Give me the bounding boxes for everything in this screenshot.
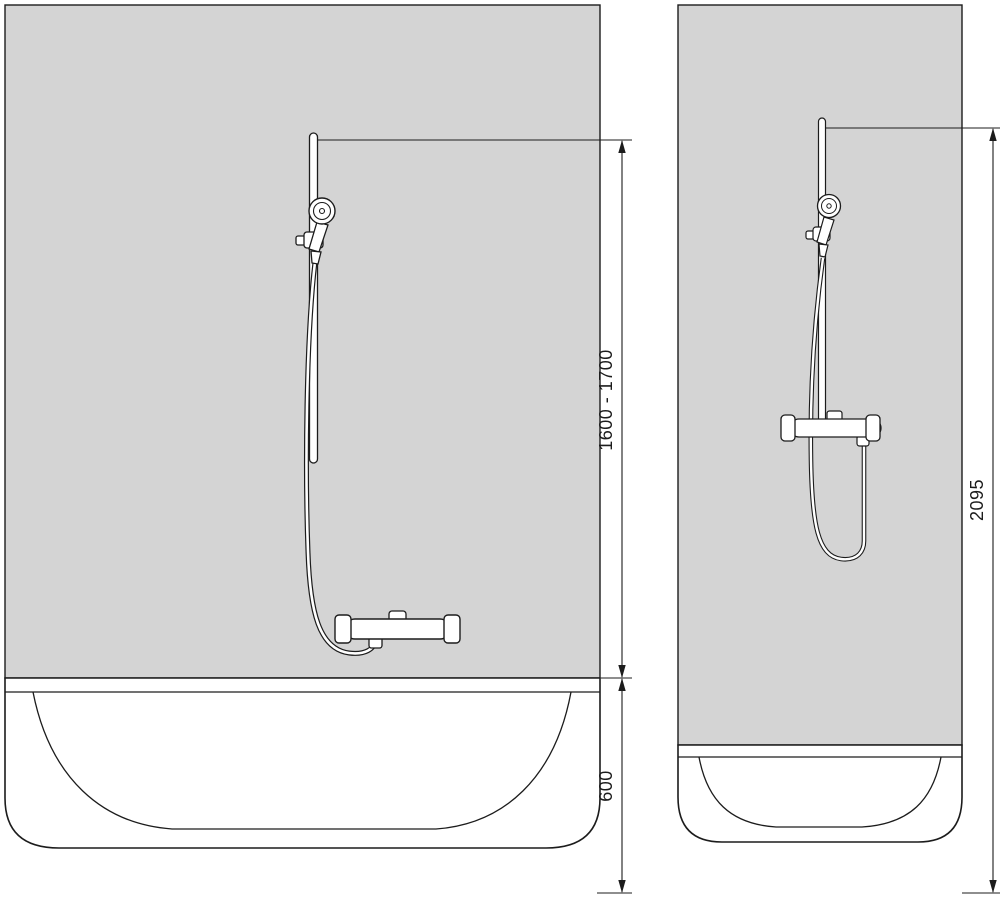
shower-hose-core <box>305 261 377 655</box>
hand-shower-center-dot <box>318 207 326 215</box>
arrow-up-icon <box>618 140 626 153</box>
shower-tray <box>677 744 963 843</box>
bathtub-outer-shell <box>4 677 601 849</box>
shower-tray-outer-shell <box>677 744 963 843</box>
mixer-handle-left <box>780 414 796 442</box>
hand-shower-hose-connector <box>310 250 322 265</box>
arrow-up-icon <box>618 678 626 691</box>
shower-hose-core <box>809 257 866 561</box>
dimension-label-total-height: 2095 <box>967 479 987 521</box>
dimension-left: 1600 - 1700 600 <box>318 139 632 894</box>
shower-tray-inner-basin <box>698 756 942 828</box>
thermostat-mixer-right <box>780 410 882 447</box>
dimension-label-tub-height: 600 <box>596 770 616 802</box>
arrow-down-icon <box>618 880 626 893</box>
bathtub-inner-basin <box>32 691 572 830</box>
hand-shower-center-dot <box>826 203 832 209</box>
bathtub <box>4 677 601 849</box>
left-diagram: 1600 - 1700 600 <box>4 4 632 894</box>
shower-set-left <box>295 132 461 656</box>
mixer-body <box>344 618 451 640</box>
mixer-handle-right <box>443 614 461 644</box>
thermostat-mixer-left <box>334 610 461 649</box>
arrow-down-icon <box>989 880 997 893</box>
mixer-handle-right <box>865 414 881 442</box>
hand-shower-hose-connector <box>818 243 829 258</box>
dimension-arrows-right <box>989 128 997 893</box>
dimension-label-height-range: 1600 - 1700 <box>596 349 616 451</box>
arrow-up-icon <box>989 128 997 141</box>
mixer-handle-left <box>334 614 352 644</box>
dimension-arrows-left <box>618 140 626 893</box>
wall-panel-left <box>4 4 601 679</box>
right-diagram: 2095 <box>677 4 1000 894</box>
dimension-right: 2095 <box>826 127 1000 894</box>
shower-set-right <box>780 117 882 562</box>
arrow-down-icon <box>618 665 626 678</box>
